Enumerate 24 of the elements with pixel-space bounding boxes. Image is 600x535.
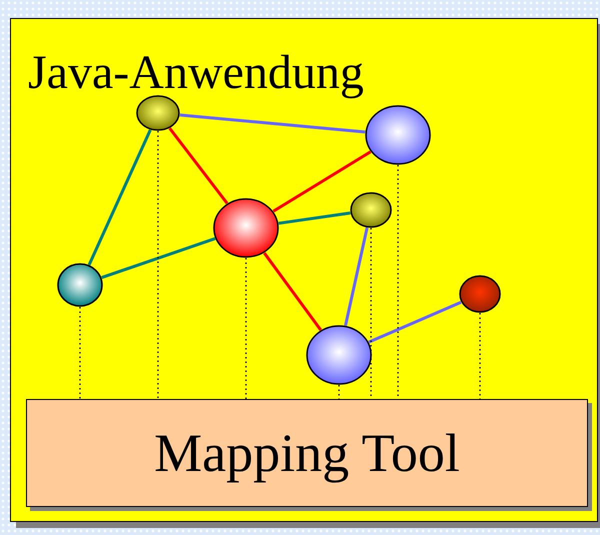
dotted-line (338, 385, 340, 399)
connector-line (101, 237, 216, 279)
dotted-line (370, 228, 372, 399)
dotted-line (479, 313, 481, 399)
tool-label: Mapping Tool (154, 422, 460, 484)
dotted-line (245, 258, 247, 399)
sphere (350, 192, 392, 228)
connector-line (344, 227, 369, 326)
sphere (306, 325, 372, 385)
connector-line (180, 114, 366, 134)
dotted-line (397, 165, 399, 399)
sphere (57, 263, 103, 307)
sphere (459, 275, 501, 313)
connector-line (278, 212, 350, 225)
sphere (213, 198, 279, 258)
sphere (365, 105, 431, 165)
connector-line (168, 127, 228, 204)
panel-title: Java-Anwendung (28, 49, 364, 97)
dotted-line (157, 131, 159, 399)
connector-line (368, 300, 462, 344)
connector-line (263, 252, 322, 331)
connector-line (272, 150, 372, 213)
dotted-line (79, 307, 81, 399)
connector-line (88, 129, 152, 266)
